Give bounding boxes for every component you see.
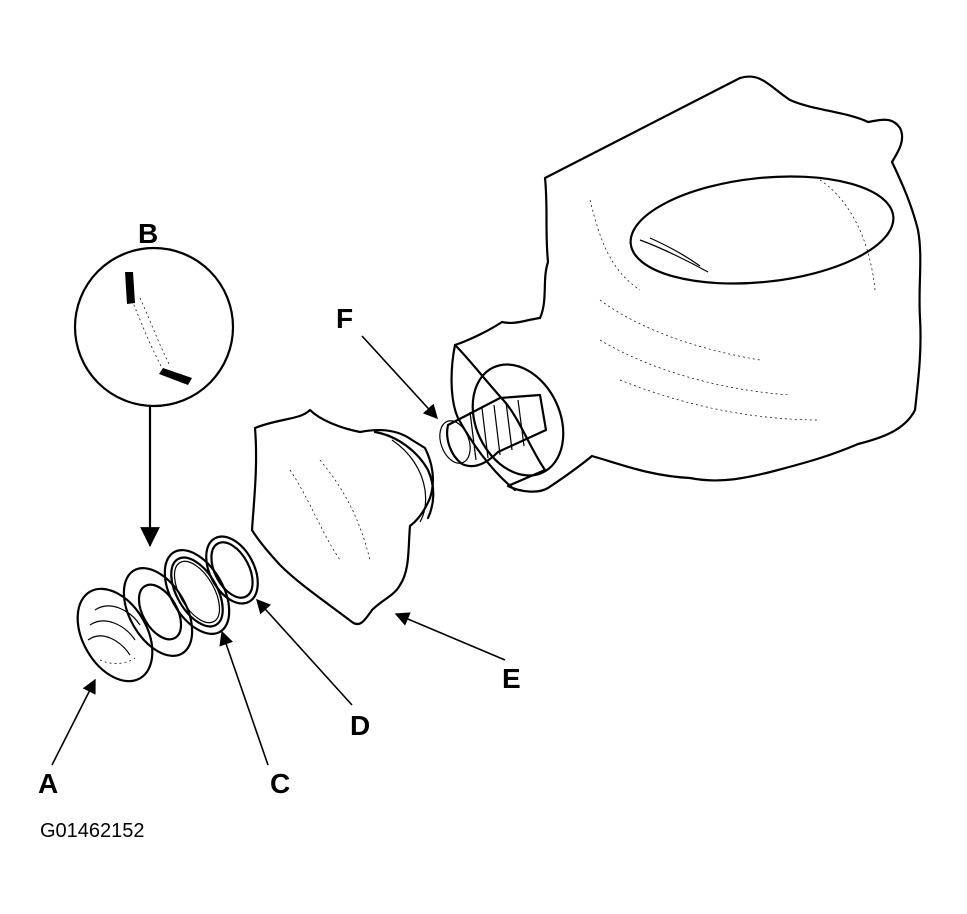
cap-part-a bbox=[76, 587, 154, 683]
detail-bubble-b bbox=[73, 246, 235, 408]
washer bbox=[122, 567, 194, 657]
boot-part-e bbox=[250, 408, 435, 626]
output-boss bbox=[439, 343, 565, 492]
label-f: F bbox=[336, 303, 354, 334]
housing bbox=[453, 75, 922, 493]
figure-id: G01462152 bbox=[40, 820, 145, 842]
leader-lines bbox=[51, 335, 506, 766]
label-b: B bbox=[138, 218, 159, 249]
label-e: E bbox=[502, 663, 521, 694]
label-c: C bbox=[270, 768, 291, 799]
label-d: D bbox=[350, 710, 371, 741]
label-a: A bbox=[38, 768, 59, 799]
